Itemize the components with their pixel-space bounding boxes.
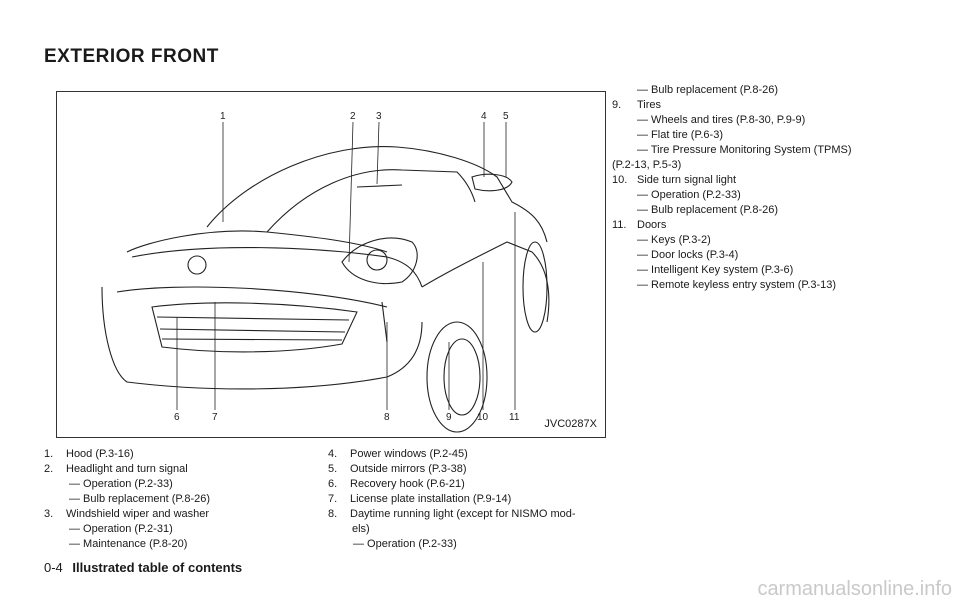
list-subitem: — Keys (P.3-2) [637, 234, 711, 246]
callout-11: 11 [509, 412, 520, 423]
list-column-right: — Bulb replacement (P.8-26) 9.Tires — Wh… [612, 83, 852, 293]
callout-1: 1 [220, 111, 226, 122]
list-item: 8.Daytime running light (except for NISM… [328, 508, 576, 520]
callout-3: 3 [376, 111, 382, 122]
car-illustration: 1 2 3 4 5 6 7 8 9 10 11 JVC0287X [56, 91, 606, 438]
callout-6: 6 [174, 412, 180, 423]
list-subitem: — Operation (P.2-33) [69, 478, 173, 490]
callout-4: 4 [481, 111, 487, 122]
list-subitem: — Operation (P.2-31) [69, 523, 173, 535]
page-footer: 0-4 Illustrated table of contents [44, 560, 242, 575]
list-subitem: — Maintenance (P.8-20) [69, 538, 188, 550]
callout-2: 2 [350, 111, 356, 122]
list-subitem: — Bulb replacement (P.8-26) [69, 493, 211, 505]
watermark: carmanualsonline.info [757, 578, 952, 600]
list-subitem: — Flat tire (P.6-3) [637, 129, 723, 141]
list-item: 1.Hood (P.3-16) [44, 448, 134, 460]
list-subitem: — Intelligent Key system (P.3-6) [637, 264, 794, 276]
list-subitem: — Bulb replacement (P.8-26) [637, 204, 779, 216]
list-subitem: — Operation (P.2-33) [353, 538, 457, 550]
list-item-continuation: els) [352, 523, 370, 535]
callout-9: 9 [446, 412, 452, 423]
list-item: 5.Outside mirrors (P.3-38) [328, 463, 467, 475]
list-subitem: — Remote keyless entry system (P.3-13) [637, 279, 837, 291]
list-subitem: — Door locks (P.3-4) [637, 249, 739, 261]
figure-code: JVC0287X [544, 418, 597, 430]
list-column-middle: 4.Power windows (P.2-45) 5.Outside mirro… [328, 447, 576, 552]
list-subitem: — Operation (P.2-33) [637, 189, 741, 201]
list-item: 11.Doors [612, 219, 667, 231]
list-item: 6.Recovery hook (P.6-21) [328, 478, 465, 490]
list-item: 7.License plate installation (P.9-14) [328, 493, 512, 505]
list-subitem: — Tire Pressure Monitoring System (TPMS) [637, 144, 852, 156]
list-item: 4.Power windows (P.2-45) [328, 448, 468, 460]
list-item: 2.Headlight and turn signal [44, 463, 188, 475]
callout-7: 7 [212, 412, 218, 423]
callout-8: 8 [384, 412, 390, 423]
section-title: EXTERIOR FRONT [44, 46, 219, 67]
list-item: 10.Side turn signal light [612, 174, 737, 186]
list-item: 3.Windshield wiper and washer [44, 508, 210, 520]
list-item: 9.Tires [612, 99, 662, 111]
list-subitem: — Wheels and tires (P.8-30, P.9-9) [637, 114, 806, 126]
list-column-left: 1.Hood (P.3-16) 2.Headlight and turn sig… [44, 447, 210, 552]
page-number: 0-4 [44, 560, 63, 575]
callout-10: 10 [477, 412, 489, 423]
list-subitem: — Bulb replacement (P.8-26) [637, 84, 779, 96]
car-drawing: 1 2 3 4 5 6 7 8 9 10 11 [101, 111, 550, 433]
footer-title: Illustrated table of contents [72, 560, 243, 575]
callout-5: 5 [503, 111, 509, 122]
list-item-continuation: (P.2-13, P.5-3) [612, 159, 682, 171]
